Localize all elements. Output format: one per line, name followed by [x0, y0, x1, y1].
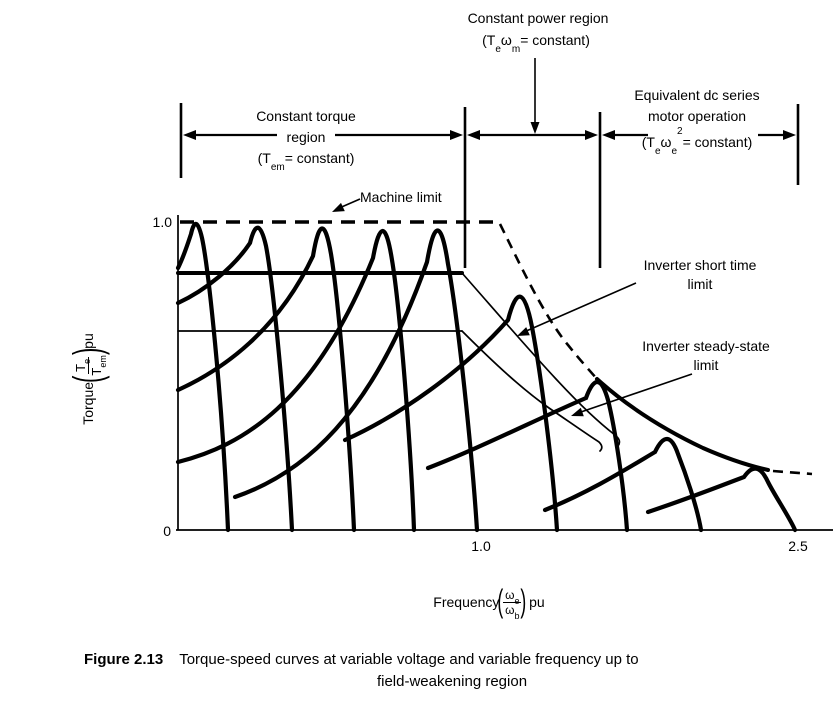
arrowhead-right-icon — [450, 130, 463, 140]
constant-torque-region-label: Constant torque — [256, 108, 356, 124]
constant-power-formula: (Teωm= constant) — [482, 32, 590, 55]
machine-limit-drop — [498, 223, 598, 380]
torque-curve-5 — [232, 228, 480, 533]
inverter-short-time-label-line2: limit — [687, 276, 713, 292]
constant-torque-region-label-line2: region — [286, 129, 326, 145]
envelope-solid — [595, 377, 770, 472]
torque-curve-1 — [175, 221, 231, 533]
torque-curve-9 — [645, 466, 798, 533]
arrowhead-left-icon — [602, 130, 615, 140]
inverter-short-time-label: Inverter short time — [643, 257, 757, 273]
y-tick-0: 0 — [163, 523, 171, 539]
x-axis-unit: pu — [529, 594, 545, 610]
arrowhead-left-icon — [467, 130, 480, 140]
dc-series-region-label-line2: motor operation — [647, 108, 747, 124]
inverter-short-time-pointer-line — [523, 282, 637, 333]
arrowhead-left-icon — [183, 130, 196, 140]
torque-curve-3 — [175, 226, 357, 533]
steady-state-limit-curve — [461, 330, 603, 452]
short-time-limit-curve — [461, 272, 621, 447]
torque-curve-7 — [425, 379, 630, 533]
fraction-numerator: ωe — [503, 587, 522, 606]
x-tick-1.0: 1.0 — [471, 538, 491, 554]
y-axis-title-word: Torque — [80, 381, 96, 425]
arrowhead-icon — [571, 407, 584, 417]
torque-curve-8 — [542, 436, 704, 533]
x-axis-title-word: Frequency — [433, 594, 500, 610]
arrowhead-icon — [517, 327, 530, 336]
open-paren: ( — [497, 583, 504, 620]
envelope-dash-tail — [772, 469, 813, 476]
torque-curve-4 — [175, 228, 417, 533]
inverter-steady-state-pointer-line — [577, 373, 693, 414]
figure-caption-text: Torque-speed curves at variable voltage … — [179, 651, 639, 668]
machine-limit-label: Machine limit — [360, 189, 442, 205]
inverter-steady-state-label: Inverter steady-state — [642, 338, 770, 354]
torque-curve-6 — [342, 294, 560, 533]
arrowhead-down-icon — [530, 122, 540, 134]
constant-torque-formula: (Tem= constant) — [257, 150, 355, 173]
figure-caption-label: Figure 2.13 — [84, 651, 164, 668]
dc-series-formula: (Teωe2= constant) — [641, 126, 753, 157]
y-axis-unit: pu — [80, 333, 96, 349]
arrowhead-icon — [332, 202, 345, 212]
close-paren: ) — [66, 347, 110, 356]
dc-series-region-label: Equivalent dc series — [634, 87, 760, 103]
figure-caption: Figure 2.13 Torque-speed curves at varia… — [84, 651, 639, 668]
x-tick-2.5: 2.5 — [788, 538, 808, 554]
torque-speed-curves-layer — [175, 220, 813, 533]
arrowhead-right-icon — [585, 130, 598, 140]
inverter-steady-state-label-line2: limit — [693, 357, 719, 373]
open-paren: ( — [66, 375, 110, 383]
fraction-denominator: ωb — [505, 602, 520, 621]
close-paren: ) — [520, 583, 527, 620]
arrowhead-right-icon — [783, 130, 796, 140]
y-tick-1.0: 1.0 — [152, 214, 172, 230]
figure-caption-line2: field-weakening region — [376, 673, 528, 690]
constant-power-region-label: Constant power region — [467, 10, 609, 26]
fraction-numerator: Te — [72, 356, 93, 374]
